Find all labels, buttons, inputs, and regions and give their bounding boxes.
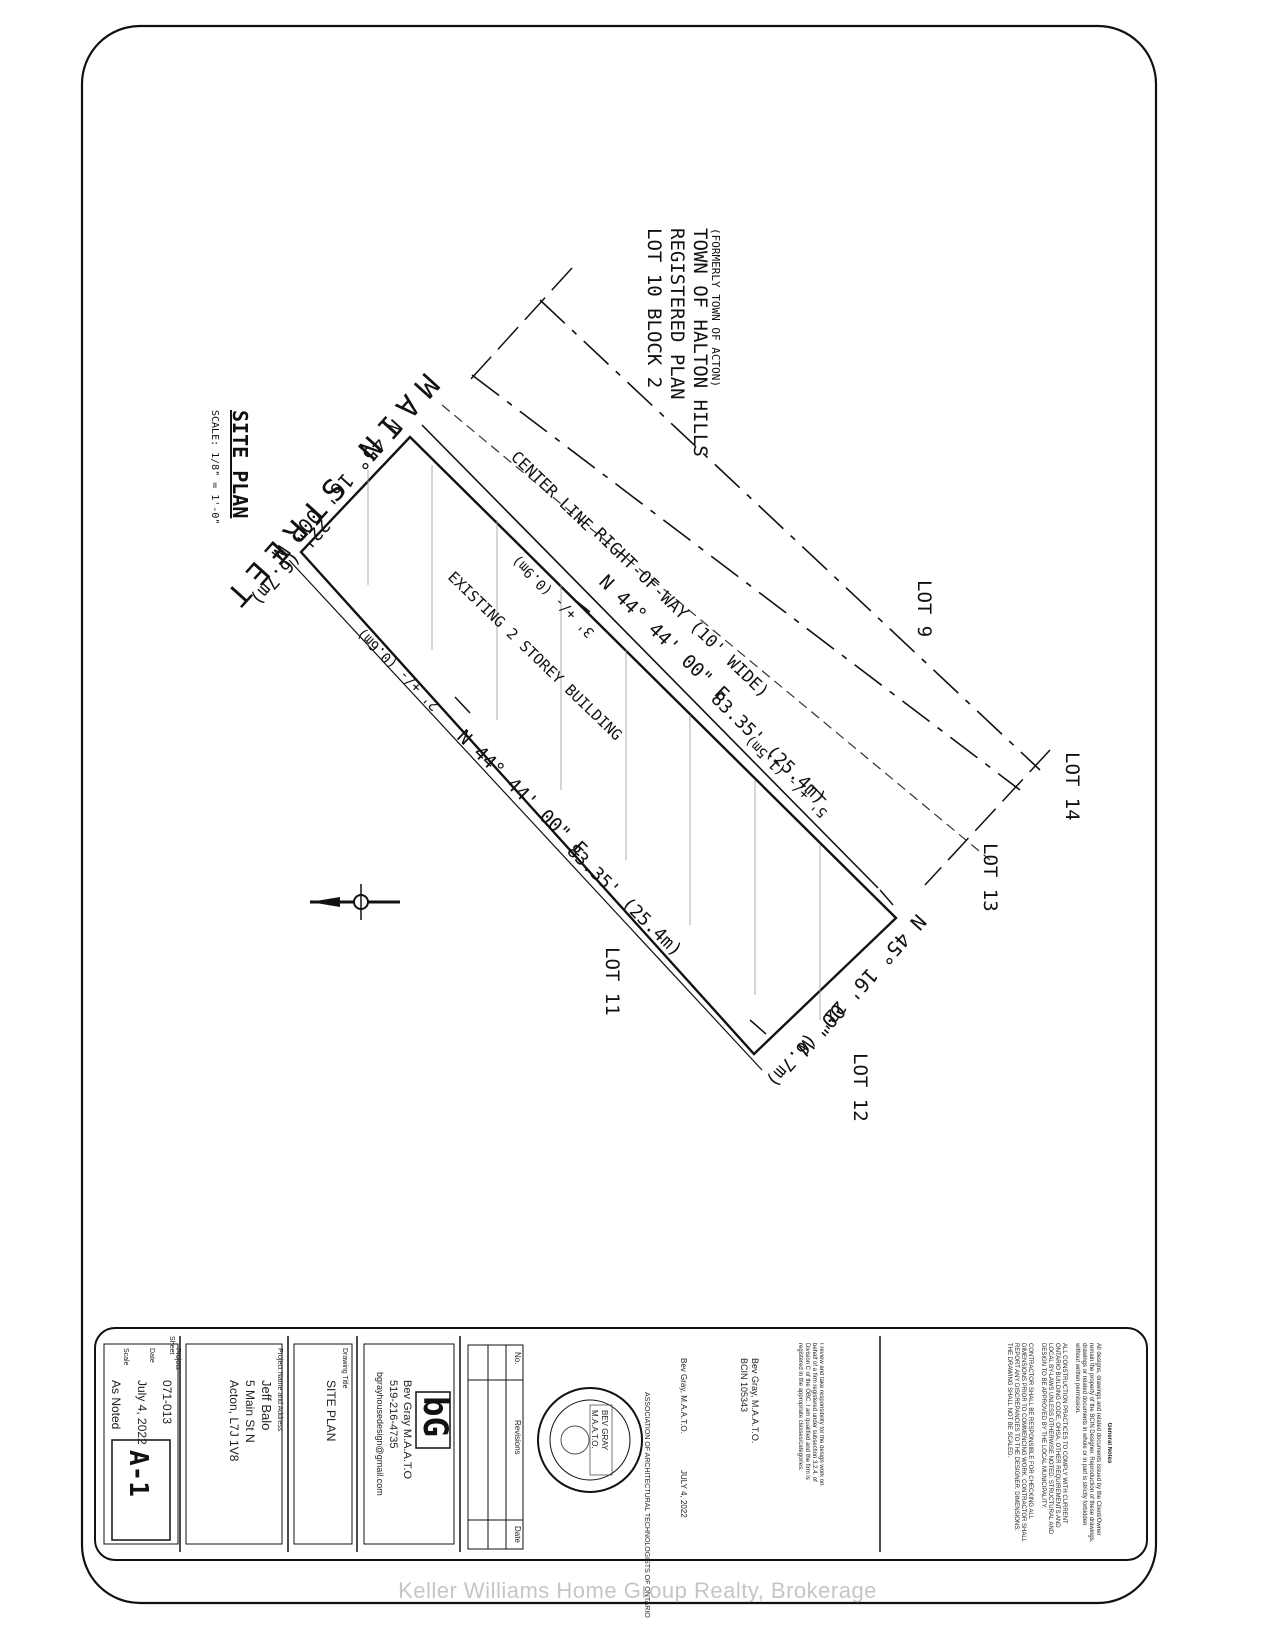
project-no-label: Project [174, 1348, 181, 1370]
address-1: 5 Main St N [243, 1380, 257, 1443]
seal-text: ASSOCIATION OF ARCHITECTURAL TECHNOLOGIS… [643, 1392, 650, 1618]
rev-date-header: Date [513, 1526, 522, 1543]
sign-date: JULY 4, 2022 [679, 1470, 688, 1518]
address-2: Acton, L7J 1V8 [227, 1380, 241, 1462]
center-line [471, 374, 1021, 791]
dim-rear: 22' (6.7m) [762, 997, 850, 1092]
general-notes-title: General Notes [1106, 1422, 1112, 1464]
lot-12-label: LOT 12 [849, 1053, 871, 1122]
logo-box [415, 1391, 451, 1449]
setback-2: 3' +/- (0.9m) [509, 552, 598, 641]
north-arrow-icon [310, 884, 400, 920]
company-name: Bev Gray M.A.A.T.O [401, 1380, 413, 1479]
lot-info-line3: TOWN OF HALTON HILLS [689, 228, 711, 457]
lot-13-label: LOT 13 [979, 843, 1001, 912]
drawing-title: SITE PLAN [324, 1380, 338, 1441]
project-label: Project Name and Address [276, 1348, 283, 1432]
site-plan-scale: SCALE: 1/8" = 1'-0" [209, 410, 220, 524]
drawing-title-label: Drawing Title [341, 1348, 348, 1389]
sheet-cell [111, 1439, 171, 1541]
company-phone: 519-216-4735 [387, 1380, 399, 1449]
setback-1: 2' +/- (0.6m) [354, 625, 443, 714]
scale-label: Scale [122, 1348, 129, 1366]
lot-info-line2: REGISTERED PLAN [666, 228, 688, 400]
responsibility-statement: I review and take responsibility for the… [797, 1343, 824, 1486]
sheet-border [80, 24, 1158, 1605]
title-block [94, 1327, 1148, 1561]
lot-9-label: LOT 9 [913, 580, 935, 637]
right-of-way-label: RIGHT-OF-WAY (10' WIDE) [590, 524, 773, 702]
site-plan-title: SITE PLAN [228, 410, 252, 518]
lot-line-upper [469, 267, 573, 381]
right-of-way-line [441, 404, 991, 861]
company-email: bgrayhousedesign@gmail.com [375, 1372, 385, 1496]
west-boundary-ext [288, 559, 763, 1071]
building-label: EXISTING 2 STOREY BUILDING [444, 568, 625, 744]
lot-info-line4: (FORMERLY TOWN OF ACTON) [709, 228, 722, 387]
title-block-frame [94, 1327, 1148, 1561]
lot-info-line1: LOT 10 BLOCK 2 [643, 228, 665, 388]
lot9-boundary [539, 299, 1041, 771]
lot-11-label: LOT 11 [601, 947, 623, 1016]
rev-no-header: No. [513, 1352, 522, 1364]
building-divisions [367, 465, 821, 1020]
scale-value: As Noted [109, 1380, 123, 1429]
property-outline [299, 435, 898, 1056]
rev-header: Revisions [513, 1420, 522, 1455]
note-1: All designs, drawings and related docume… [1074, 1343, 1101, 1543]
lot-14-label: LOT 14 [1061, 752, 1083, 821]
note-3: CONTRACTOR SHALL BE RESPONSIBLE FOR CHEC… [1006, 1343, 1033, 1542]
designer-name-2: Bev Gray, M.A.A.T.O. [750, 1358, 760, 1443]
client-name: Jeff Balo [259, 1380, 274, 1430]
dimension-ticks [271, 551, 894, 1035]
bcin: BCIN 105343 [739, 1358, 749, 1412]
designer-name: Bev Gray, M.A.A.T.O. [679, 1358, 688, 1434]
logo-letters: bG [415, 1396, 455, 1437]
seal-inner-title: M.A.A.T.O. [590, 1410, 599, 1449]
dim-side-2: 83.35' (25.4m) [563, 840, 687, 960]
bearing-side-2: N 44° 44' 00" E [453, 726, 592, 861]
aato-seal [537, 1387, 643, 1493]
bearing-main: N 45° 16' 00" W [268, 415, 407, 566]
sheet-number: A-1 [123, 1450, 153, 1497]
site-drawing [271, 267, 1051, 1071]
date-value: July 4, 2022 [135, 1380, 149, 1445]
note-2: ALL CONSTRUCTION PRACTICES TO COMPLY WIT… [1040, 1343, 1067, 1535]
project-no: 071-013 [160, 1380, 174, 1424]
lot-info-text: LOT 10 BLOCK 2 REGISTERED PLAN TOWN OF H… [643, 228, 722, 457]
seal-inner-name: BEV GRAY [600, 1410, 609, 1451]
lot-line-lower [924, 749, 1051, 886]
watermark: Keller Williams Home Group Realty, Broke… [398, 1578, 877, 1603]
center-line-label: CENTER LINE [507, 447, 596, 534]
east-boundary [421, 424, 879, 889]
date-label: Date [148, 1348, 155, 1363]
sheet-label: Sheet [168, 1336, 175, 1354]
